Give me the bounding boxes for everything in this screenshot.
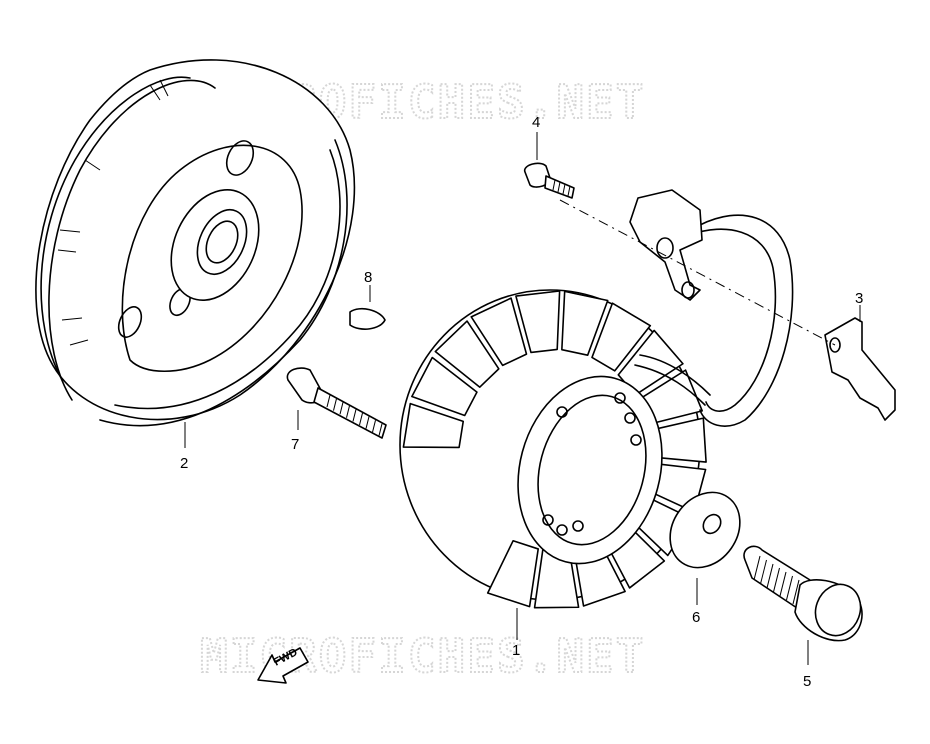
- washer-part-6: [669, 491, 741, 605]
- callout-2: 2: [180, 455, 188, 472]
- alignment-line: [559, 199, 836, 346]
- stator-coil-pole: [486, 539, 539, 608]
- flange-bolt-part-5: [743, 545, 863, 665]
- stator-coil-pole: [470, 297, 528, 367]
- stator-coil-pole: [402, 402, 465, 449]
- stator-coil-pole: [561, 290, 609, 356]
- screw-part-4: [523, 132, 575, 199]
- stator-assembly: [399, 289, 711, 640]
- stator-coil-pole: [515, 290, 561, 354]
- rotor-flywheel: [35, 59, 356, 448]
- callout-5: 5: [803, 673, 811, 690]
- wire-harness: [689, 214, 794, 427]
- wire-clamp-bracket: [824, 305, 896, 421]
- callout-4: 4: [532, 114, 540, 131]
- grommet-clip: [629, 189, 703, 301]
- stator-coil-pole: [411, 356, 478, 417]
- callout-8: 8: [364, 269, 372, 286]
- callout-3: 3: [855, 290, 863, 307]
- callout-1: 1: [512, 642, 520, 659]
- stator-coil-pole: [591, 302, 652, 372]
- callout-7: 7: [291, 436, 299, 453]
- stator-coil-pole: [434, 320, 500, 388]
- woodruff-key-part-8: [349, 285, 386, 330]
- bolt-part-7: [286, 367, 387, 439]
- callout-6: 6: [692, 609, 700, 626]
